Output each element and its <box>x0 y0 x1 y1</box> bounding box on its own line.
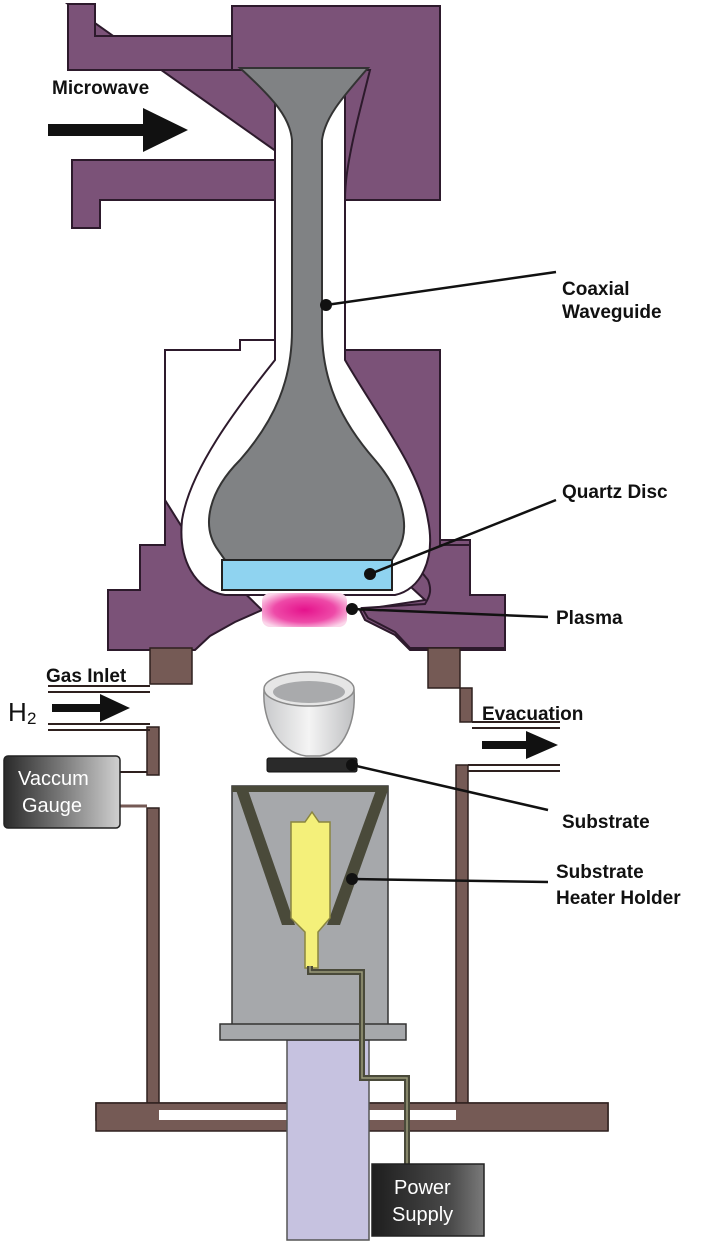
leader-plasma-dot <box>346 603 358 615</box>
leader-heater-dot <box>346 873 358 885</box>
leader-substrate <box>351 763 549 812</box>
leader-coaxial-dot <box>320 299 332 311</box>
heater-label-line2: Heater Holder <box>556 888 681 909</box>
leader-plasma <box>351 607 549 619</box>
vaccum-label-line1: Vaccum <box>18 768 89 790</box>
housing-top-left <box>67 3 233 71</box>
power-label-line2: Supply <box>392 1204 453 1226</box>
power-supply-box <box>371 1163 485 1237</box>
h2-subscript: 2 <box>27 709 36 728</box>
leader-coaxial <box>325 270 557 307</box>
microwave-arrow <box>48 108 188 152</box>
evacuation-arrow <box>482 731 558 759</box>
right-wall <box>455 764 469 1111</box>
leader-substrate-dot <box>346 759 358 771</box>
plasma-label: Plasma <box>556 608 623 629</box>
right-upper-wall <box>459 687 473 723</box>
heater-element <box>290 810 331 969</box>
leader-heater <box>351 877 549 884</box>
vaccum-label-line2: Gauge <box>22 795 82 817</box>
gas-inlet-pipe <box>48 685 150 731</box>
left-wall-upper <box>146 726 160 776</box>
crucible <box>263 671 355 757</box>
gas-inlet-label: Gas Inlet <box>46 666 127 687</box>
leader-quartz-dot <box>364 568 376 580</box>
holder-rim <box>232 786 388 792</box>
leader-lines <box>320 270 557 885</box>
holder-base <box>219 1023 407 1041</box>
vaccum-gauge-pipe <box>120 771 147 808</box>
evacuation-pipe <box>468 721 560 772</box>
coaxial-label-line2: Waveguide <box>562 302 662 323</box>
microwave-label: Microwave <box>52 78 149 99</box>
quartz-disc-label: Quartz Disc <box>562 482 668 503</box>
coaxial-label-line1: Coaxial <box>562 279 630 300</box>
left-wall-lower <box>146 807 160 1109</box>
flange-left <box>149 647 193 685</box>
substrate-label: Substrate <box>562 812 650 833</box>
power-wire-highlight <box>309 966 408 1165</box>
leader-quartz <box>369 498 557 576</box>
holder-strut-left <box>236 790 295 925</box>
vaccum-gauge-box <box>3 755 121 829</box>
flange-right <box>427 647 461 689</box>
h2-label: H <box>8 697 27 727</box>
plasma-glow <box>262 593 347 627</box>
power-label-line1: Power <box>394 1177 451 1199</box>
holder-strut-right <box>327 790 388 925</box>
support-shaft <box>286 1039 370 1241</box>
h2-inlet-arrow <box>52 694 130 722</box>
quartz-disc <box>221 559 393 591</box>
evacuation-label: Evacuation <box>482 704 583 725</box>
substrate <box>266 757 358 773</box>
heater-label-line1: Substrate <box>556 862 644 883</box>
